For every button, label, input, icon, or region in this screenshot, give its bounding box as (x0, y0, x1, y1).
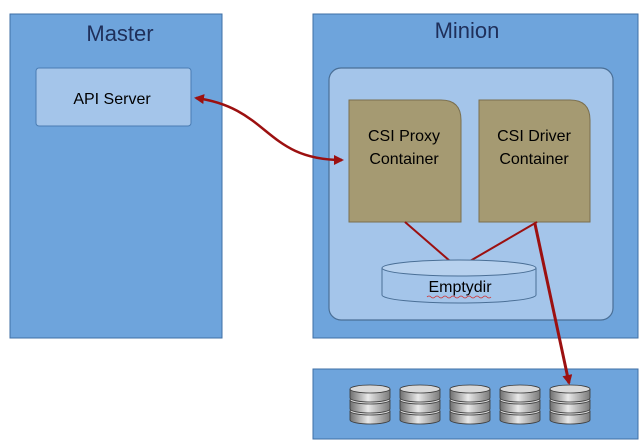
csi-proxy-container: CSI Proxy Container (348, 99, 462, 223)
master-title: Master (86, 21, 153, 46)
emptydir-volume: Emptydir (381, 259, 537, 304)
csi-driver-label-line1: CSI Driver (497, 128, 571, 145)
api-server-box: API Server (35, 67, 192, 127)
disk-icon (399, 384, 441, 425)
storage-box (312, 368, 639, 440)
emptydir-label: Emptydir (428, 279, 492, 296)
disk-icon (349, 384, 391, 425)
minion-node: Minion CSI Proxy Container CSI Driver Co… (312, 13, 639, 339)
disk-icon (549, 384, 591, 425)
disk-icon (449, 384, 491, 425)
driver-storage-arrow (533, 223, 573, 385)
api-server-label: API Server (73, 91, 151, 108)
spellcheck-underline (426, 295, 492, 299)
csi-driver-container: CSI Driver Container (478, 99, 591, 223)
api-proxy-arrow (194, 94, 344, 165)
csi-proxy-label-line1: CSI Proxy (368, 128, 440, 145)
disk-row (349, 384, 591, 425)
minion-title: Minion (435, 18, 500, 43)
disk-icon (499, 384, 541, 425)
master-node: Master API Server (9, 13, 223, 339)
csi-driver-label-line2: Container (499, 151, 569, 168)
csi-proxy-label-line2: Container (369, 151, 439, 168)
